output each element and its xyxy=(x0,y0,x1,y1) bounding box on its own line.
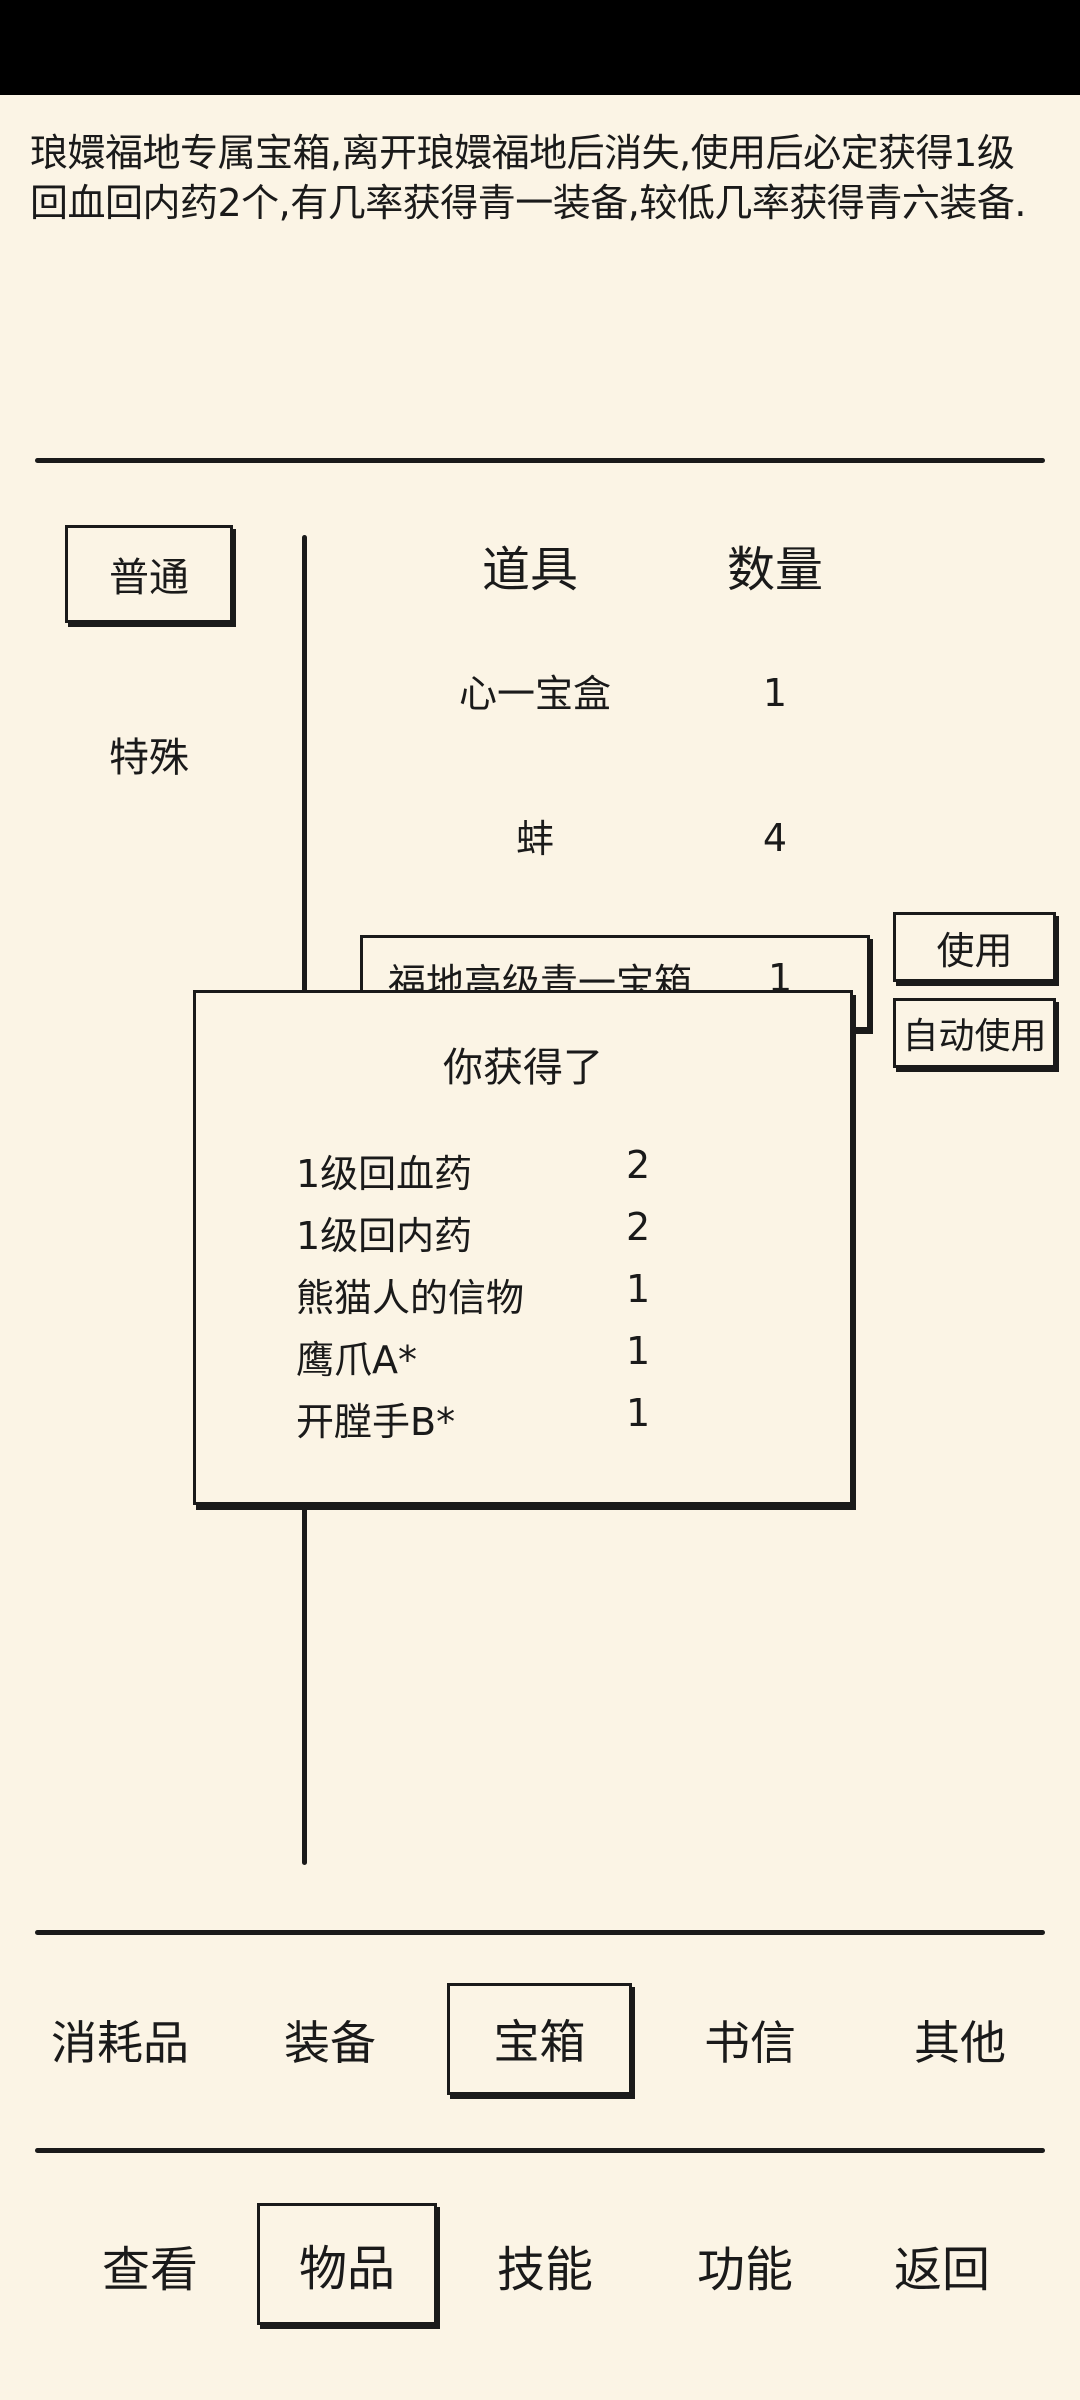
item-quantity: 1 xyxy=(725,663,825,723)
tab-equipment-label: 装备 xyxy=(284,2016,376,2070)
nav-skills-label: 技能 xyxy=(496,2242,593,2298)
nav-back-label: 返回 xyxy=(893,2242,990,2298)
item-name: 蚌 xyxy=(515,816,554,861)
nav-skills[interactable]: 技能 xyxy=(455,2205,635,2325)
category-normal-button[interactable]: 普通 xyxy=(65,525,233,623)
column-header-item: 道具 xyxy=(430,530,630,600)
table-row[interactable]: 蚌 xyxy=(420,805,650,865)
reward-item-name: 1级回血药 xyxy=(296,1152,473,1196)
item-quantity: 4 xyxy=(725,808,825,868)
tab-consumables-label: 消耗品 xyxy=(51,2016,189,2070)
tab-letters[interactable]: 书信 xyxy=(660,1985,840,2095)
tab-other-label: 其他 xyxy=(914,2016,1006,2070)
item-quantity-value: 4 xyxy=(762,816,788,860)
nav-functions[interactable]: 功能 xyxy=(655,2205,835,2325)
auto-use-button-label: 自动使用 xyxy=(902,1016,1047,1057)
nav-items[interactable]: 物品 xyxy=(257,2203,437,2325)
use-button-label: 使用 xyxy=(936,928,1013,973)
reward-item: 1级回内药 2 xyxy=(296,1205,766,1265)
auto-use-button[interactable]: 自动使用 xyxy=(893,998,1056,1068)
status-bar xyxy=(0,0,1080,95)
reward-item-qty: 1 xyxy=(626,1329,651,1373)
item-quantity-value: 1 xyxy=(762,671,788,715)
divider-tabs-top xyxy=(35,1930,1045,1935)
column-header-item-label: 道具 xyxy=(481,542,578,598)
nav-functions-label: 功能 xyxy=(696,2242,793,2298)
item-name: 心一宝盒 xyxy=(458,671,611,716)
reward-dialog[interactable]: 你获得了 1级回血药 2 1级回内药 2 熊猫人的信物 1 鹰爪A* 1 开膛手… xyxy=(193,990,853,1505)
reward-dialog-title: 你获得了 xyxy=(443,1045,603,1091)
reward-item-name: 鹰爪A* xyxy=(296,1338,417,1382)
reward-item: 鹰爪A* 1 xyxy=(296,1329,766,1389)
tab-letters-label: 书信 xyxy=(704,2016,796,2070)
column-header-quantity-label: 数量 xyxy=(726,542,823,598)
column-header-quantity: 数量 xyxy=(680,530,870,600)
nav-view-label: 查看 xyxy=(101,2242,198,2298)
tab-chests[interactable]: 宝箱 xyxy=(447,1983,632,2095)
reward-item-qty: 1 xyxy=(626,1267,651,1311)
reward-item-name: 开膛手B* xyxy=(296,1400,456,1444)
category-special-button[interactable]: 特殊 xyxy=(65,705,233,803)
table-row[interactable]: 心一宝盒 xyxy=(420,660,650,720)
item-description: 琅嬛福地专属宝箱,离开琅嬛福地后消失,使用后必定获得1级回血回内药2个,有几率获… xyxy=(30,131,1026,225)
reward-item-name: 1级回内药 xyxy=(296,1214,473,1258)
tab-other[interactable]: 其他 xyxy=(870,1985,1050,2095)
reward-item: 开膛手B* 1 xyxy=(296,1391,766,1451)
nav-view[interactable]: 查看 xyxy=(60,2205,240,2325)
nav-back[interactable]: 返回 xyxy=(852,2205,1032,2325)
category-special-label: 特殊 xyxy=(109,735,189,781)
reward-item: 1级回血药 2 xyxy=(296,1143,766,1203)
use-button[interactable]: 使用 xyxy=(893,912,1056,982)
divider-nav-top xyxy=(35,2148,1045,2153)
tab-chests-label: 宝箱 xyxy=(493,2015,586,2069)
reward-item-qty: 2 xyxy=(626,1143,651,1187)
reward-item-qty: 1 xyxy=(626,1391,651,1435)
nav-items-label: 物品 xyxy=(298,2241,395,2297)
category-normal-label: 普通 xyxy=(109,555,189,601)
reward-item: 熊猫人的信物 1 xyxy=(296,1267,766,1327)
tab-consumables[interactable]: 消耗品 xyxy=(30,1985,210,2095)
reward-item-name: 熊猫人的信物 xyxy=(296,1276,525,1320)
divider-top xyxy=(35,458,1045,463)
tab-equipment[interactable]: 装备 xyxy=(240,1985,420,2095)
reward-item-qty: 2 xyxy=(626,1205,651,1249)
